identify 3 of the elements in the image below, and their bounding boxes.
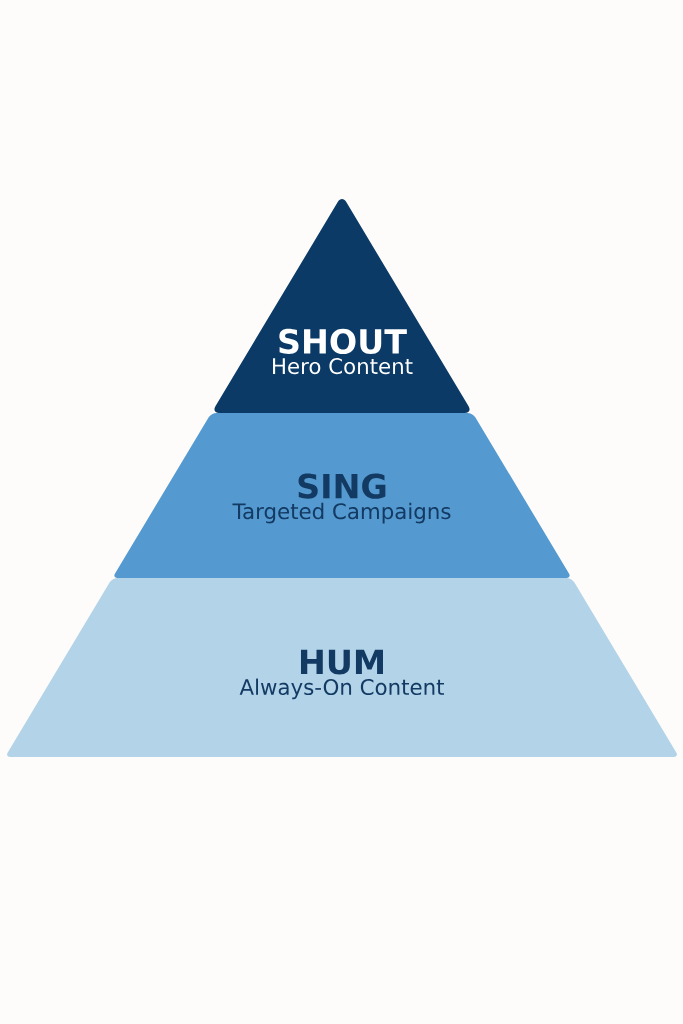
pyramid-tier: HUM Always-On Content <box>7 578 677 757</box>
pyramid-tier: SING Targeted Campaigns <box>114 413 570 578</box>
pyramid-tier: SHOUT Hero Content <box>214 199 470 413</box>
